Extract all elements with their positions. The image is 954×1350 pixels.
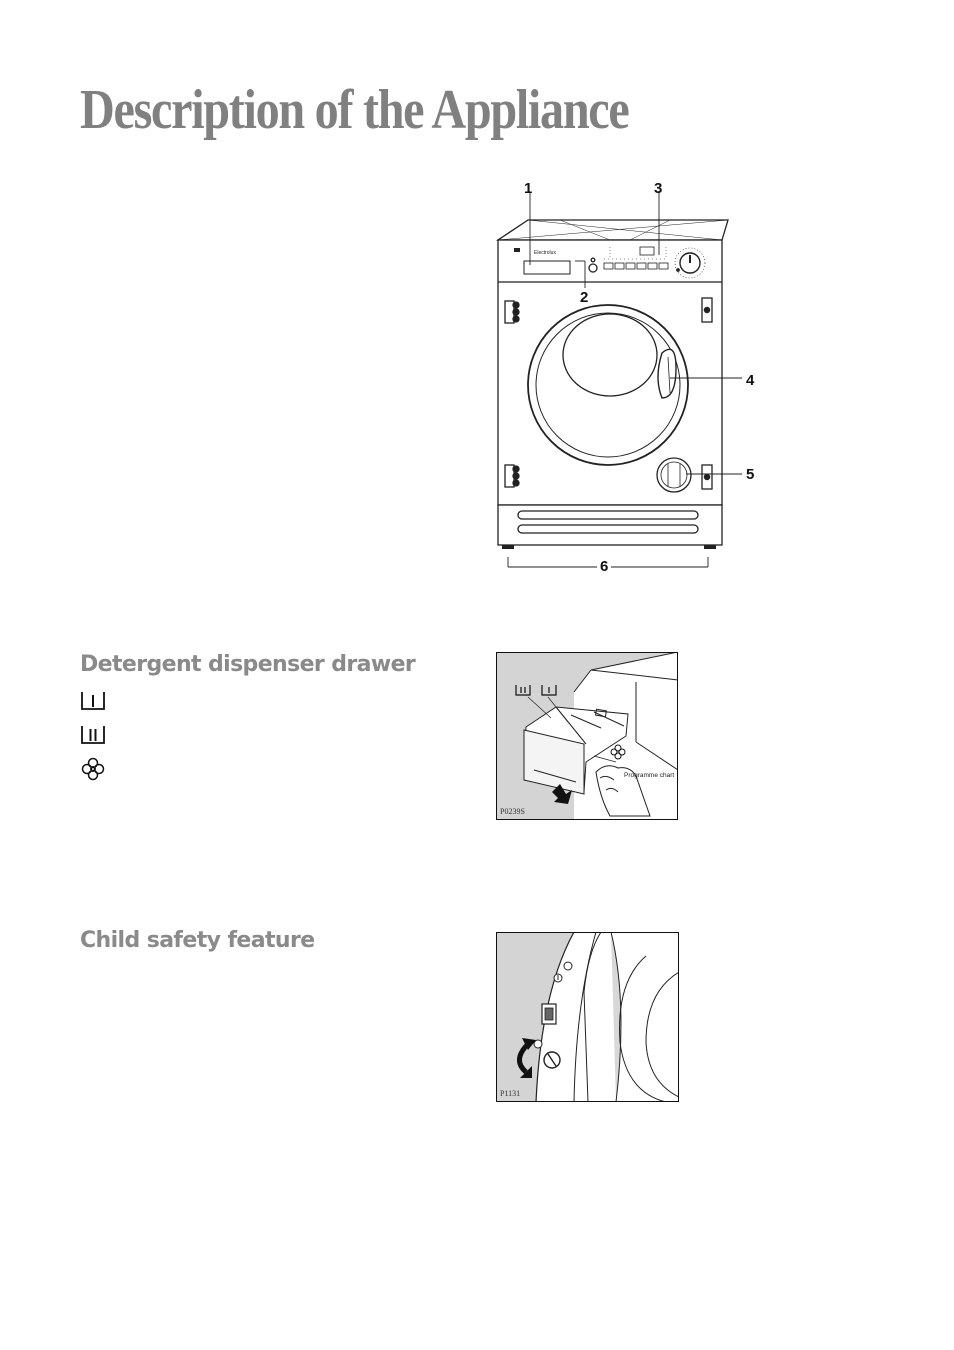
figure-code-dispenser: P0239S (500, 807, 525, 816)
main-wash-compartment-icon (81, 726, 105, 744)
callout-5: 5 (746, 466, 755, 483)
callout-2: 2 (580, 289, 589, 306)
prewash-compartment-icon (81, 692, 105, 710)
callout-6: 6 (600, 558, 609, 575)
page-title: Description of the Appliance (80, 79, 630, 141)
programme-chart-label: Programme chart (624, 772, 674, 779)
dispenser-drawer-figure: Programme chart P0239S (496, 651, 679, 820)
child-safety-figure: P1131 (496, 931, 680, 1103)
callout-3: 3 (654, 180, 663, 197)
brand-label: Electrolux (534, 250, 556, 256)
fabric-softener-icon (81, 757, 105, 781)
appliance-figure: Electrolux 1 2 3 4 5 6 (490, 175, 770, 585)
callout-1: 1 (524, 180, 533, 197)
detergent-heading: Detergent dispenser drawer (80, 652, 416, 677)
child-safety-heading: Child safety feature (80, 928, 315, 953)
washing-machine-drawing: Electrolux (495, 193, 742, 568)
figure-code-child-safety: P1131 (500, 1089, 520, 1098)
callout-4: 4 (746, 372, 755, 389)
